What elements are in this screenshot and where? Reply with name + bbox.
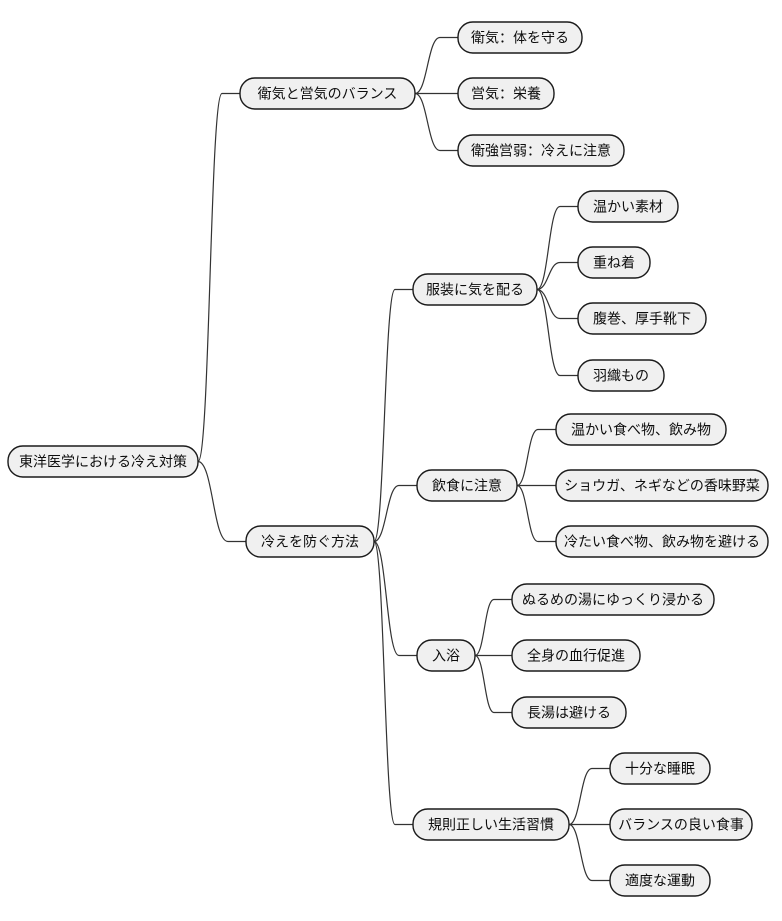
node-label-b1: 衛気と営気のバランス	[258, 87, 398, 103]
node-label-b2c3c: 長湯は避ける	[527, 705, 611, 722]
node-shape-b1c2	[457, 77, 555, 110]
edge-root-to-b1	[197, 92, 241, 463]
edge-b2c2-to-b2c2a	[516, 428, 557, 487]
node-label-b2c2: 飲食に注意	[432, 478, 502, 495]
node-shape-b1c1	[457, 21, 583, 54]
node-shape-b2c4b	[609, 808, 753, 841]
mindmap-node-b2[interactable]: 冷えを防ぐ方法	[245, 525, 375, 558]
mindmap-node-b2c2c[interactable]: 冷たい食べ物、飲み物を避ける	[555, 525, 769, 558]
mindmap-node-root[interactable]: 東洋医学における冷え対策	[7, 445, 199, 478]
mindmap-node-b2c2b[interactable]: ショウガ、ネギなどの香味野菜	[555, 469, 769, 502]
node-shape-b2c4a	[609, 752, 711, 785]
mindmap-node-b2c2[interactable]: 飲食に注意	[416, 469, 518, 502]
node-label-b2c2c: 冷たい食べ物、飲み物を避ける	[564, 534, 760, 551]
node-shape-root	[7, 445, 199, 478]
node-label-b1c1: 衛気：体を守る	[471, 31, 569, 47]
edge-b2c1-to-b2c1a	[536, 205, 579, 291]
edge-b2c4-to-b2c4a	[568, 767, 611, 826]
edge-b2c1-to-b2c1d	[536, 288, 579, 377]
edge-b2-to-b2c3	[373, 540, 418, 657]
node-label-b2c3b: 全身の血行促進	[527, 648, 625, 665]
mindmap-node-b2c1[interactable]: 服装に気を配る	[412, 273, 538, 306]
node-shape-b2c3a	[511, 583, 715, 616]
node-label-b2c4c: 適度な運動	[625, 873, 695, 890]
node-shape-b1c3	[457, 134, 625, 167]
node-shape-b2c1a	[577, 190, 679, 223]
node-shape-b2	[245, 525, 375, 558]
node-shape-b2c1c	[577, 302, 707, 335]
mindmap-node-b2c4a[interactable]: 十分な睡眠	[609, 752, 711, 785]
node-label-b2c4: 規則正しい生活習慣	[428, 817, 554, 834]
edge-b2c4-to-b2c4c	[568, 823, 611, 882]
mindmap-node-b2c1a[interactable]: 温かい素材	[577, 190, 679, 223]
mindmap-node-b2c3b[interactable]: 全身の血行促進	[511, 639, 641, 672]
edges-layer	[197, 36, 611, 882]
node-shape-b2c3b	[511, 639, 641, 672]
mindmap-node-b2c4c[interactable]: 適度な運動	[609, 864, 711, 897]
mindmap-node-b2c3c[interactable]: 長湯は避ける	[511, 696, 627, 729]
edge-b2-to-b2c4	[373, 540, 414, 826]
node-shape-b2c3	[416, 639, 476, 672]
mindmap-node-b1c1[interactable]: 衛気：体を守る	[457, 21, 583, 54]
edge-b2-to-b2c1	[373, 288, 414, 543]
node-label-b2c2b: ショウガ、ネギなどの香味野菜	[564, 479, 760, 495]
mindmap-node-b2c1c[interactable]: 腹巻、厚手靴下	[577, 302, 707, 335]
node-shape-b2c2	[416, 469, 518, 502]
edge-b2c1-to-b2c1b	[536, 261, 579, 291]
edge-b2c3-to-b2c3a	[474, 598, 513, 657]
edge-b1-to-b1c1	[414, 36, 459, 95]
node-label-b1c3: 衛強営弱：冷えに注意	[471, 143, 611, 160]
node-label-b2c1d: 羽織もの	[593, 369, 649, 385]
mindmap-node-b2c4b[interactable]: バランスの良い食事	[609, 808, 753, 841]
node-label-b2c3: 入浴	[432, 649, 460, 665]
node-label-b2c4b: バランスの良い食事	[618, 817, 744, 834]
node-label-b2: 冷えを防ぐ方法	[261, 535, 359, 551]
node-shape-b2c4c	[609, 864, 711, 897]
edge-b1-to-b1c3	[414, 92, 459, 152]
edge-b2c2-to-b2c2c	[516, 484, 557, 543]
mindmap-node-b2c4[interactable]: 規則正しい生活習慣	[412, 808, 570, 841]
node-label-b2c1a: 温かい素材	[593, 200, 663, 216]
node-shape-b2c1d	[577, 359, 665, 392]
mindmap-node-b2c3a[interactable]: ぬるめの湯にゆっくり浸かる	[511, 583, 715, 616]
nodes-layer: 東洋医学における冷え対策 衛気と営気のバランス 衛気：体を守る営気：栄養衛強営弱：冷…	[7, 21, 769, 897]
node-shape-b2c3c	[511, 696, 627, 729]
node-label-b2c4a: 十分な睡眠	[625, 762, 695, 778]
edge-b2-to-b2c2	[373, 484, 418, 543]
node-shape-b2c1	[412, 273, 538, 306]
node-label-b2c1b: 重ね着	[593, 256, 635, 272]
node-shape-b2c1b	[577, 246, 651, 279]
node-label-b2c2a: 温かい食べ物、飲み物	[571, 422, 711, 439]
edge-root-to-b2	[197, 460, 247, 543]
mindmap-node-b1[interactable]: 衛気と営気のバランス	[239, 77, 416, 110]
node-label-root: 東洋医学における冷え対策	[19, 454, 187, 471]
node-label-b1c2: 営気：栄養	[471, 86, 541, 103]
node-shape-b2c2c	[555, 525, 769, 558]
mindmap-node-b2c2a[interactable]: 温かい食べ物、飲み物	[555, 413, 727, 446]
node-shape-b2c2a	[555, 413, 727, 446]
mindmap-node-b2c3[interactable]: 入浴	[416, 639, 476, 672]
node-shape-b2c2b	[555, 469, 769, 502]
edge-b2c1-to-b2c1c	[536, 288, 579, 320]
mindmap-node-b1c3[interactable]: 衛強営弱：冷えに注意	[457, 134, 625, 167]
edge-b2c3-to-b2c3c	[474, 654, 513, 714]
mindmap-node-b2c1b[interactable]: 重ね着	[577, 246, 651, 279]
mindmap-node-b1c2[interactable]: 営気：栄養	[457, 77, 555, 110]
node-label-b2c3a: ぬるめの湯にゆっくり浸かる	[522, 592, 704, 609]
node-label-b2c1: 服装に気を配る	[426, 283, 524, 299]
node-shape-b1	[239, 77, 416, 110]
node-label-b2c1c: 腹巻、厚手靴下	[593, 311, 691, 328]
node-shape-b2c4	[412, 808, 570, 841]
mindmap-node-b2c1d[interactable]: 羽織もの	[577, 359, 665, 392]
